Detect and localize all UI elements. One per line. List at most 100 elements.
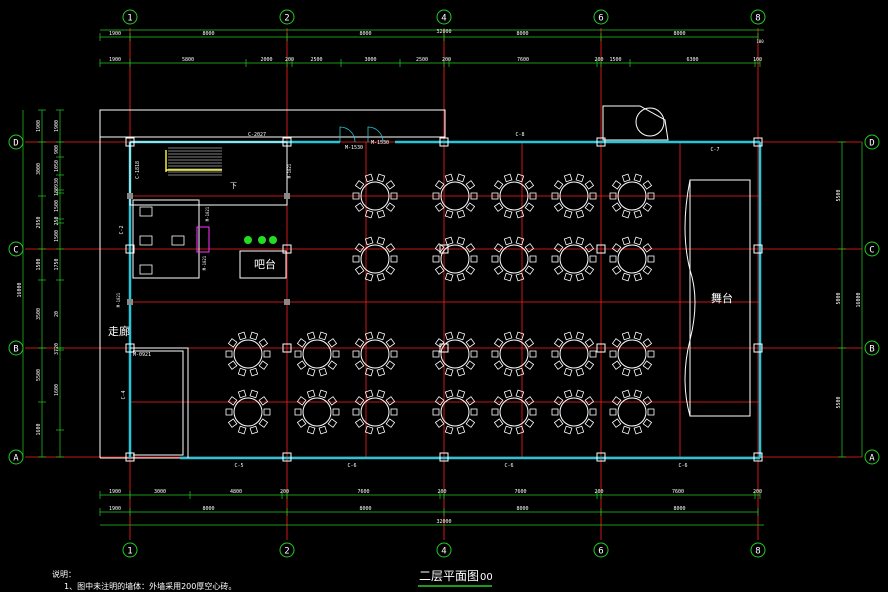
column: [125, 244, 135, 254]
chair: [491, 408, 499, 416]
walls: [99, 105, 763, 462]
chair: [563, 209, 573, 219]
window-label: C-1818: [135, 161, 141, 179]
spiral-stair-core: [635, 107, 665, 137]
chair: [633, 173, 643, 183]
axis-bubble-label: 6: [598, 14, 603, 24]
dim-left-inner-label: 1500: [54, 200, 60, 212]
chair: [432, 255, 440, 263]
chair: [575, 272, 585, 282]
axis-bubble-label: B: [869, 345, 874, 355]
column: [282, 244, 292, 254]
dim-bottom-detail-label: 200: [594, 489, 603, 495]
chair: [529, 350, 537, 358]
axis-bubble-label: C: [13, 246, 18, 256]
window-label: C-7: [710, 147, 719, 153]
dim-right-label: 5500: [836, 396, 842, 408]
chair: [465, 180, 476, 190]
chair: [642, 180, 653, 190]
dim-top-end: 100: [756, 39, 764, 44]
notes-line-1: 1、图中未注明的墙体：外墙采用200厚空心砖。: [64, 581, 236, 591]
chair: [584, 418, 595, 428]
chair: [611, 338, 622, 348]
chair: [434, 396, 445, 406]
banquet-table: [440, 397, 470, 427]
chair: [524, 243, 535, 253]
dim-left-inner-label: 1500: [54, 230, 60, 242]
axis-bubble: [750, 9, 766, 25]
chair: [470, 192, 478, 200]
axis-bubble-label: D: [13, 139, 18, 149]
chair: [354, 202, 365, 212]
chair: [491, 192, 499, 200]
chair: [621, 209, 631, 219]
banquet-table: [617, 244, 647, 274]
chair: [515, 367, 525, 377]
chair: [258, 360, 269, 370]
chair: [563, 236, 573, 246]
chair: [227, 396, 238, 406]
dim-left-outer-label: 5500: [36, 369, 42, 381]
chair: [642, 202, 653, 212]
chair: [642, 396, 653, 406]
bar-counter: [239, 250, 287, 279]
chair: [296, 418, 307, 428]
column: [753, 244, 763, 254]
chair: [553, 265, 564, 275]
chair: [364, 209, 374, 219]
dim-left-outer-label: 1500: [36, 258, 42, 270]
banquet-table: [360, 244, 390, 274]
axis-bubble: [279, 542, 295, 558]
chair: [306, 425, 316, 435]
chair: [642, 418, 653, 428]
axis-bubble: [864, 134, 880, 150]
banquet-table: [617, 397, 647, 427]
column: [439, 452, 449, 462]
banquet-table: [499, 339, 529, 369]
axis-bubble-label: 1: [127, 547, 132, 557]
plant: [269, 236, 277, 244]
axis-bubble: [593, 542, 609, 558]
chair: [515, 425, 525, 435]
chair: [551, 350, 559, 358]
chair: [584, 338, 595, 348]
chair: [258, 418, 269, 428]
dim-top-detail-label: 5800: [182, 57, 194, 63]
chair: [621, 389, 631, 399]
chair: [432, 350, 440, 358]
chair: [318, 389, 328, 399]
chair: [456, 367, 466, 377]
axis-bubble-label: 4: [441, 14, 446, 24]
chair: [524, 396, 535, 406]
chair: [470, 350, 478, 358]
chair: [364, 425, 374, 435]
stage-curtain: [684, 179, 696, 417]
banquet-table: [617, 339, 647, 369]
chair: [553, 360, 564, 370]
chair: [515, 272, 525, 282]
axis-bubble: [436, 542, 452, 558]
chair: [584, 243, 595, 253]
dim-bottom-total: 32000: [436, 519, 451, 525]
axis-bubble-label: D: [869, 139, 874, 149]
chair: [456, 173, 466, 183]
axis-bubble: [8, 134, 24, 150]
plant: [258, 236, 266, 244]
chair: [503, 272, 513, 282]
chair: [376, 209, 386, 219]
door-label: M-1021: [202, 255, 207, 270]
chair: [327, 418, 338, 428]
dim-top-detail-label: 100: [753, 57, 762, 63]
dim-top-detail-label: 200: [594, 57, 603, 63]
chair: [524, 418, 535, 428]
axis-bubble-label: B: [13, 345, 18, 355]
toilet-fixture: [139, 206, 153, 217]
dim-bottom-bays-label: 1900: [109, 506, 121, 512]
corridor-label: 走廊: [108, 324, 130, 338]
window-label: C-4: [121, 390, 127, 399]
chair: [306, 389, 316, 399]
chair: [456, 425, 466, 435]
chair: [376, 389, 386, 399]
chair: [225, 408, 233, 416]
